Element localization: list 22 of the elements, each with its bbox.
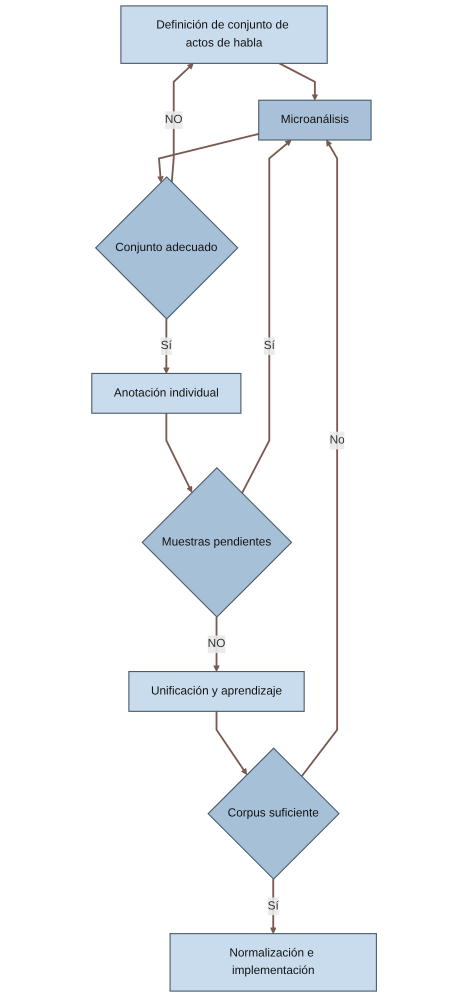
node-box: Unificación y aprendizaje — [128, 671, 306, 712]
node-box: Normalización e implementación — [170, 933, 378, 992]
arrow — [279, 62, 318, 101]
edge-label: No — [330, 434, 346, 446]
edge-label: Sí — [161, 340, 172, 352]
arrow — [166, 413, 193, 493]
arrow — [171, 63, 194, 182]
arrow — [216, 711, 248, 775]
edge-label: Sí — [268, 900, 280, 912]
node-diamond: Corpus suficiente — [208, 747, 340, 880]
arrow — [214, 617, 220, 672]
edge-label: Sí — [264, 340, 276, 352]
node-diamond: Conjunto adecuado — [95, 176, 239, 320]
arrow — [158, 133, 260, 183]
node-box: Microanálisis — [258, 100, 372, 141]
node-box: Anotación individual — [92, 372, 242, 414]
node-diamond: Muestras pendientes — [142, 467, 293, 618]
arrow — [301, 140, 338, 778]
node-box: Definición de conjunto de actos de habla — [120, 5, 328, 64]
edge-label: NO — [208, 638, 226, 650]
arrow — [242, 140, 292, 494]
edge-label: NO — [165, 113, 183, 126]
